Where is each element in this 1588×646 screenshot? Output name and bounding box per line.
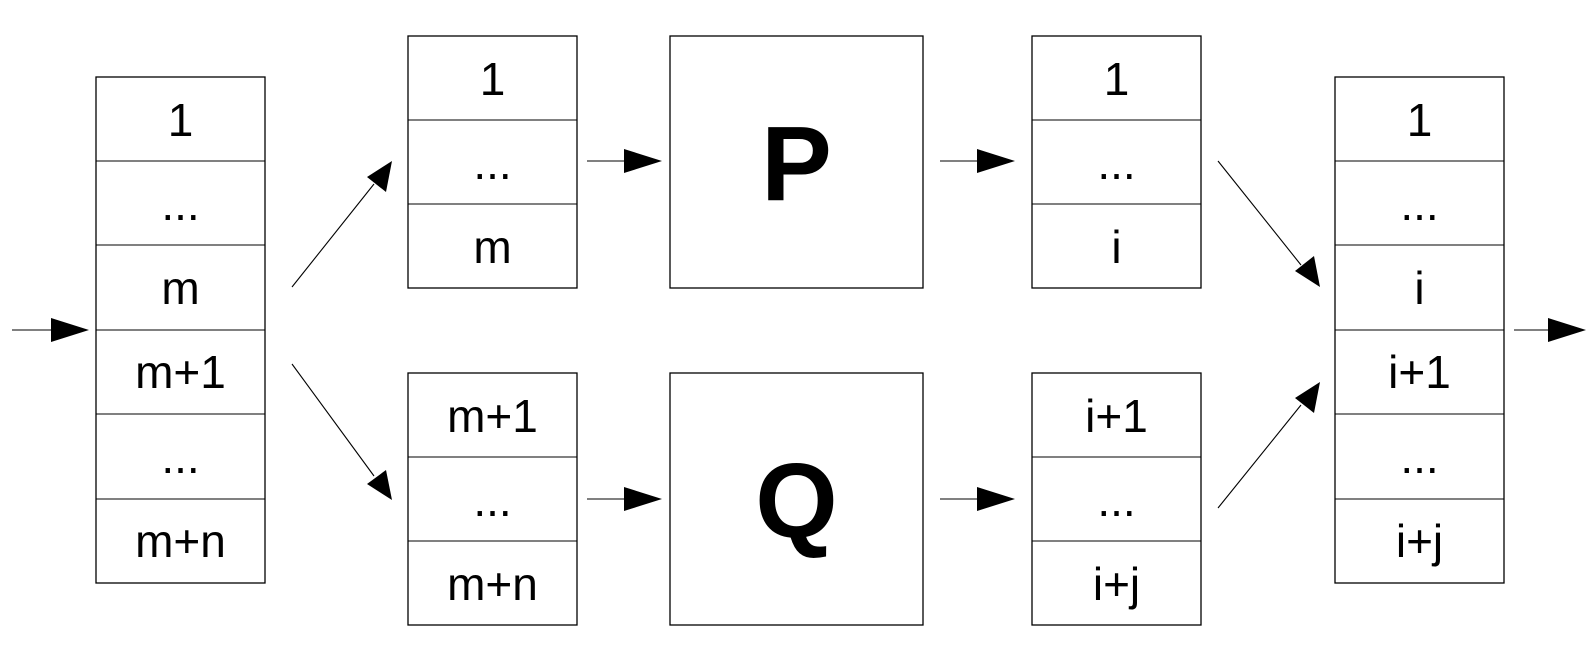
split-top-register: 1 ... m (407, 35, 578, 289)
split-bottom-cell-3: m+n (447, 558, 538, 610)
split-bottom-register: m+1 ... m+n (407, 372, 578, 626)
arrowhead-icon (1295, 382, 1320, 413)
input-register: 1 ... m m+1 ... m+n (95, 76, 266, 584)
output-arrow (1514, 318, 1586, 342)
result-bottom-register: i+1 ... i+j (1031, 372, 1202, 626)
result-top-cell-1: 1 (1104, 53, 1130, 105)
result-bottom-cell-2: ... (1097, 474, 1135, 526)
input-cell-1: 1 (168, 94, 194, 146)
result-top-register: 1 ... i (1031, 35, 1202, 289)
output-cell-1: 1 (1407, 94, 1433, 146)
arrowhead-icon (977, 487, 1015, 511)
arrowhead-icon (367, 470, 392, 500)
process-p-box: P (669, 35, 924, 289)
input-cell-4: m+1 (135, 346, 226, 398)
result-top-cell-3: i (1111, 221, 1121, 273)
result-bottom-cell-1: i+1 (1085, 390, 1148, 442)
split-top-cell-1: 1 (480, 53, 506, 105)
process-q-label: Q (755, 442, 837, 560)
split-top-frame (407, 35, 578, 289)
input-cell-5: ... (161, 431, 199, 483)
result-top-cell-2: ... (1097, 137, 1135, 189)
arrow-from-p (940, 149, 1015, 173)
input-cell-6: m+n (135, 515, 226, 567)
input-arrow (12, 318, 89, 342)
merge-arrow-bottom (1217, 382, 1320, 509)
output-cell-4: i+1 (1388, 346, 1451, 398)
arrowhead-icon (624, 487, 662, 511)
output-cell-6: i+j (1396, 515, 1443, 567)
split-arrow-bottom (291, 363, 392, 500)
arrowhead-icon (1295, 256, 1320, 287)
process-p-label: P (761, 105, 832, 223)
split-bottom-cell-1: m+1 (447, 390, 538, 442)
arrowhead-icon (367, 161, 392, 192)
merge-arrow-top (1217, 160, 1320, 287)
result-bottom-frame (1031, 372, 1202, 626)
arrow-to-q (587, 487, 662, 511)
arrow-from-q (940, 487, 1015, 511)
output-cell-3: i (1414, 262, 1424, 314)
split-bottom-frame (407, 372, 578, 626)
output-cell-5: ... (1400, 431, 1438, 483)
process-q-box: Q (669, 372, 924, 626)
arrowhead-icon (977, 149, 1015, 173)
split-arrow-top (291, 161, 392, 288)
output-cell-2: ... (1400, 178, 1438, 230)
arrowhead-icon (1548, 318, 1586, 342)
arrowhead-icon (624, 149, 662, 173)
result-top-frame (1031, 35, 1202, 289)
input-cell-2: ... (161, 178, 199, 230)
split-top-cell-3: m (473, 221, 511, 273)
arrow-to-p (587, 149, 662, 173)
split-bottom-cell-2: ... (473, 474, 511, 526)
process-q-frame (669, 372, 924, 626)
output-register: 1 ... i i+1 ... i+j (1334, 76, 1505, 584)
input-cell-3: m (161, 262, 199, 314)
result-bottom-cell-3: i+j (1093, 558, 1140, 610)
process-p-frame (669, 35, 924, 289)
arrowhead-icon (51, 318, 89, 342)
split-top-cell-2: ... (473, 137, 511, 189)
